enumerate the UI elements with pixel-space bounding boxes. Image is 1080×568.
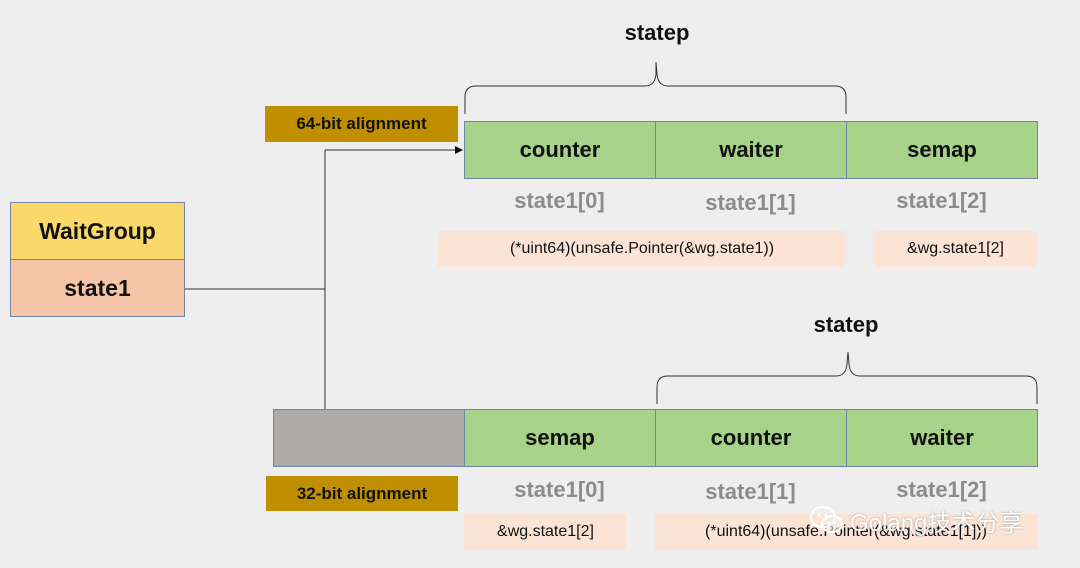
cell-semap: semap: [465, 410, 656, 466]
cell-waiter: waiter: [656, 122, 847, 178]
index-label: state1[0]: [514, 188, 605, 213]
wechat-icon: [810, 506, 843, 533]
cell-counter: counter: [465, 122, 656, 178]
index-label: state1[2]: [896, 188, 987, 213]
index-label: state1[1]: [705, 190, 796, 215]
pointer-expression-box: (*uint64)(unsafe.Pointer(&wg.state1[1])): [655, 514, 1037, 550]
alignment-label-32bit: 32-bit alignment: [266, 476, 458, 511]
alignment-label-32bit-text: 32-bit alignment: [296, 483, 428, 503]
pointer-expression: &wg.state1[2]: [907, 240, 1004, 257]
index-label: state1[2]: [896, 477, 987, 502]
cell-padding: [274, 410, 465, 466]
alignment-label-64bit-text: 64-bit alignment: [296, 114, 427, 133]
waitgroup-field-box: state1: [10, 259, 185, 317]
index-label: state1[1]: [705, 479, 796, 504]
memory-row-32bit: semap counter waiter: [273, 409, 1038, 467]
pointer-expression-box: &wg.state1[2]: [464, 514, 627, 550]
statep-brace-top: [464, 61, 847, 114]
pointer-expression: &wg.state1[2]: [497, 523, 594, 540]
pointer-expression: (*uint64)(unsafe.Pointer(&wg.state1)): [509, 240, 775, 257]
statep-label-bottom: statep: [813, 312, 879, 337]
waitgroup-field-label: state1: [64, 274, 131, 301]
cell-semap: semap: [847, 122, 1037, 178]
watermark: Golang技术分享: [810, 502, 1070, 538]
statep-brace-bottom: [656, 351, 1038, 404]
pointer-expression: (*uint64)(unsafe.Pointer(&wg.state1[1])): [705, 523, 987, 540]
waitgroup-type-box: WaitGroup: [10, 202, 185, 260]
memory-row-64bit: counter waiter semap: [464, 121, 1038, 179]
pointer-expression-box: &wg.state1[2]: [874, 231, 1037, 267]
watermark-text: Golang技术分享: [850, 509, 1024, 537]
statep-label-top: statep: [624, 20, 690, 45]
pointer-expression-box: (*uint64)(unsafe.Pointer(&wg.state1)): [438, 231, 846, 267]
cell-waiter: waiter: [847, 410, 1037, 466]
index-label: state1[0]: [514, 477, 605, 502]
alignment-label-64bit: 64-bit alignment: [265, 106, 458, 142]
waitgroup-type-label: WaitGroup: [39, 217, 156, 244]
cell-counter: counter: [656, 410, 847, 466]
